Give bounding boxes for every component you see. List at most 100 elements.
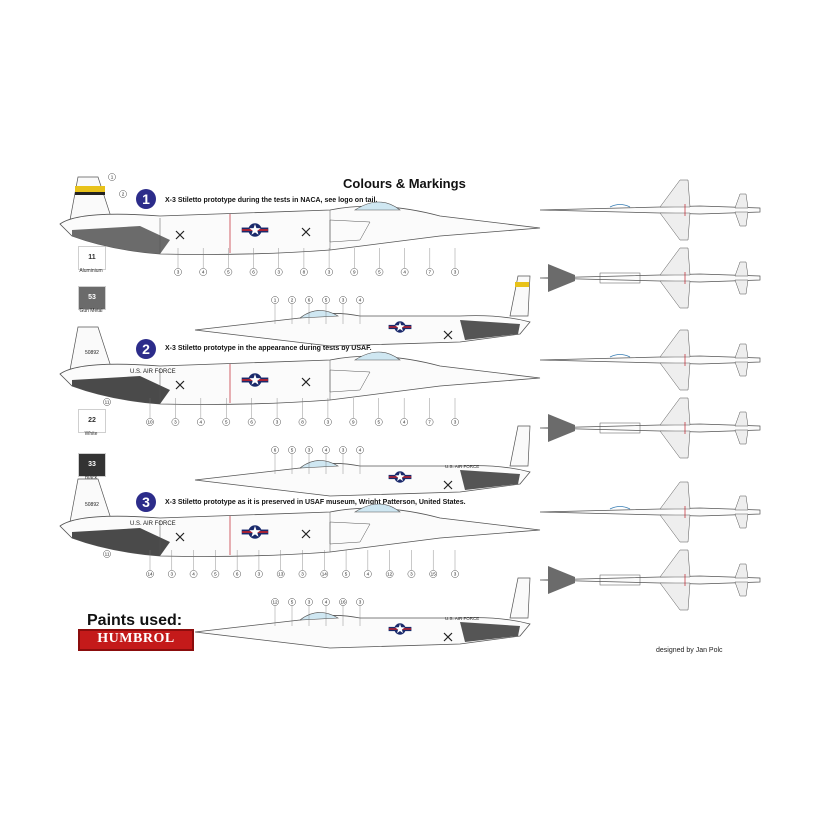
callout-number: 8 [303, 270, 306, 275]
engine-section [548, 566, 575, 594]
callout-number: 3 [342, 448, 345, 453]
callout-circle [305, 296, 313, 304]
callout-number: 12 [272, 600, 278, 605]
callout-number: 3 [454, 270, 457, 275]
callout-circle [339, 598, 347, 606]
callout-number: 1 [111, 175, 114, 180]
paint-name-aluminium: Aluminium [79, 268, 103, 274]
canopy [299, 460, 339, 469]
callout-circle [429, 570, 438, 578]
callout-circle [196, 418, 205, 426]
callout-circle [233, 570, 241, 578]
scheme-caption-1: X-3 Stiletto prototype during the tests … [165, 197, 378, 204]
canopy [609, 204, 631, 208]
callout-number: 4 [325, 600, 328, 605]
callout-circle [320, 570, 329, 578]
scheme-number-3: 3 [136, 492, 156, 512]
callout-number: 3 [174, 420, 177, 425]
paint-name-black: Black [84, 475, 98, 481]
callout-circle [146, 570, 154, 578]
callout-number: 16 [340, 600, 346, 605]
intake [329, 369, 371, 393]
callout-circle [339, 296, 347, 304]
insignia-star [249, 526, 261, 537]
callout-circle [451, 570, 459, 578]
callout-number: 5 [227, 270, 230, 275]
bottom-view-1 [539, 247, 761, 309]
gear-bay [599, 574, 641, 586]
cross-marking [301, 227, 311, 237]
paints-used-label: Paints used: [87, 612, 183, 629]
callout-number: 6 [236, 572, 239, 577]
callout-circle [407, 570, 416, 578]
wing-left [659, 179, 691, 208]
callout-circle [255, 570, 263, 578]
wing-right [659, 212, 691, 241]
cross-marking [443, 480, 453, 490]
tail-serial: 50892 [85, 502, 99, 508]
tailplane [734, 343, 749, 377]
side-lettering: U.S. AIR FORCE [130, 521, 176, 527]
callout-circle [400, 268, 409, 276]
callout-circle [189, 570, 198, 578]
gear-bay [599, 272, 641, 284]
callout-number: 14 [147, 572, 153, 577]
wing-left [659, 481, 691, 510]
callout-circle [211, 570, 220, 578]
callout-number: 3 [328, 270, 331, 275]
callout-number: 3 [258, 572, 261, 577]
designer-credit: designed by Jan Polc [656, 647, 723, 654]
wing-left [659, 397, 691, 426]
callout-circle [273, 418, 281, 426]
fuselage [539, 507, 761, 517]
scheme-caption-3: X-3 Stiletto prototype as it is preserve… [165, 499, 466, 506]
naca-tail-band [75, 186, 105, 192]
callout-number: 8 [301, 420, 304, 425]
callout-circle [451, 418, 459, 426]
callout-circle [298, 570, 307, 578]
callout-circle [305, 598, 313, 606]
callout-number: 6 [308, 298, 311, 303]
callout-number: 9 [353, 270, 356, 275]
canopy [299, 310, 339, 319]
paint-swatch-gun-metal: 53 [78, 286, 106, 310]
callout-circle [375, 268, 384, 276]
callout-circle [322, 296, 330, 304]
sheet-title: Colours & Markings [343, 176, 466, 191]
side-lettering: U.S. AIR FORCE [130, 369, 176, 375]
callout-number: 3 [308, 600, 311, 605]
callout-circle [103, 550, 111, 558]
callout-number: 3 [342, 298, 345, 303]
callout-number: 3 [410, 572, 413, 577]
insignia-star [395, 623, 405, 634]
canopy [299, 612, 339, 621]
callout-number: 4 [325, 448, 328, 453]
insignia-star [395, 321, 405, 332]
callout-circle [425, 418, 434, 426]
tail-fin [69, 326, 113, 371]
callout-number: 3 [308, 448, 311, 453]
tailplane [734, 411, 749, 445]
canopy [353, 503, 401, 513]
callout-number: 4 [367, 572, 370, 577]
callout-circle [400, 418, 409, 426]
cross-marking [175, 380, 185, 390]
callout-number: 3 [359, 600, 362, 605]
callout-circle [374, 418, 383, 426]
callout-circle [385, 570, 394, 578]
callout-circle [199, 268, 208, 276]
tailplane [734, 495, 749, 529]
callout-circle [167, 570, 176, 578]
engine-section [72, 226, 170, 254]
tailplane [734, 261, 749, 295]
callout-circle [288, 446, 296, 454]
insignia-star [395, 471, 405, 482]
wing-right [659, 514, 691, 543]
engine-section [460, 470, 520, 490]
callout-number: 5 [345, 572, 348, 577]
top-view-2 [539, 329, 761, 391]
wing-right [659, 582, 691, 611]
callout-number: 3 [171, 572, 174, 577]
